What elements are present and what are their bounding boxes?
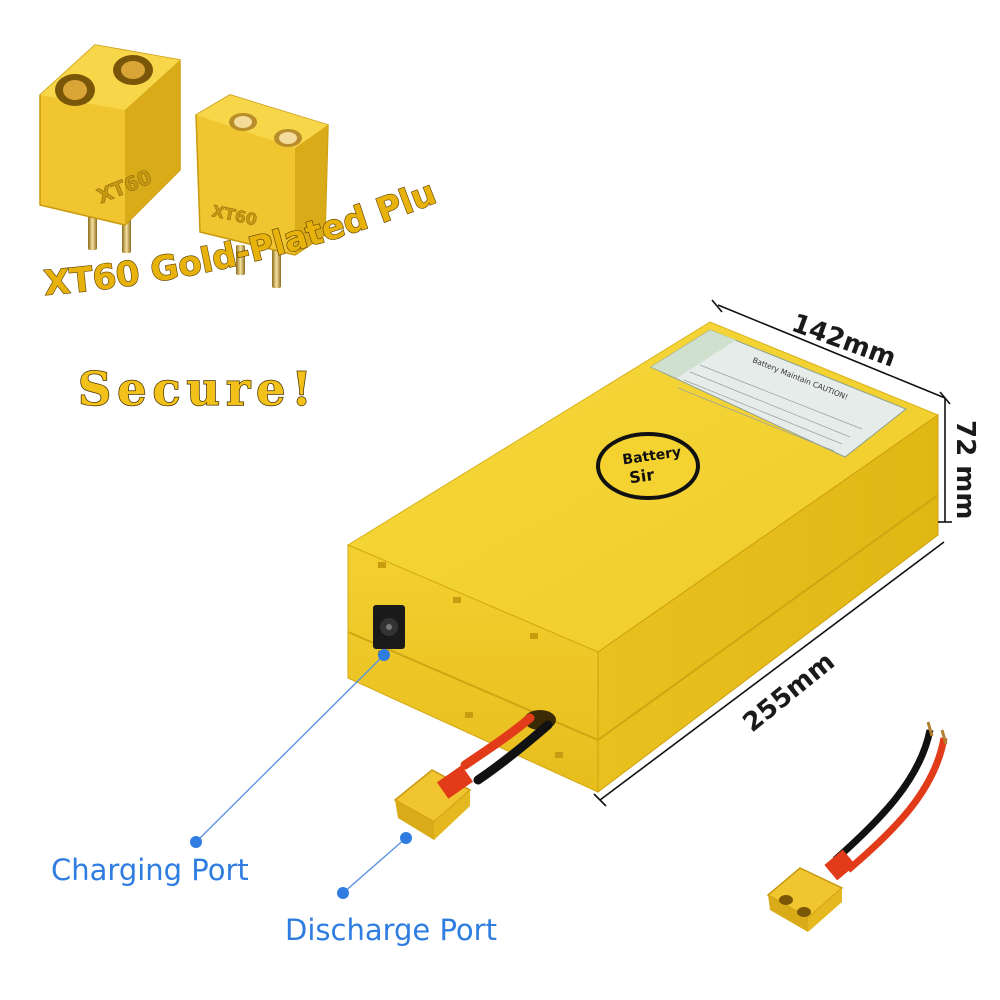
brand-line2: Sir xyxy=(628,465,655,487)
length-dimension-line xyxy=(599,541,945,801)
dimension-lines xyxy=(593,299,952,807)
discharge-xt60-plug xyxy=(393,765,474,840)
charging-port-label: Charging Port xyxy=(51,853,249,887)
width-dimension-line xyxy=(717,304,946,399)
callout-lines xyxy=(190,649,412,899)
battery-sir-logo: Battery Sir xyxy=(596,432,700,500)
xt60-male-connector: XT60 xyxy=(195,94,329,288)
xt60-female-connector: XT60 xyxy=(39,44,181,253)
spare-xt60-cable xyxy=(766,721,948,932)
caution-fine-print xyxy=(677,364,863,452)
discharge-cable xyxy=(393,713,553,840)
battery-pack: Battery Maintain CAUTION! Battery Sir xyxy=(346,321,940,794)
secure-headline: Secure! xyxy=(78,362,318,416)
charging-jack xyxy=(373,605,405,649)
discharge-port-label: Discharge Port xyxy=(285,913,497,947)
dimension-height: 72 mm xyxy=(950,420,980,519)
